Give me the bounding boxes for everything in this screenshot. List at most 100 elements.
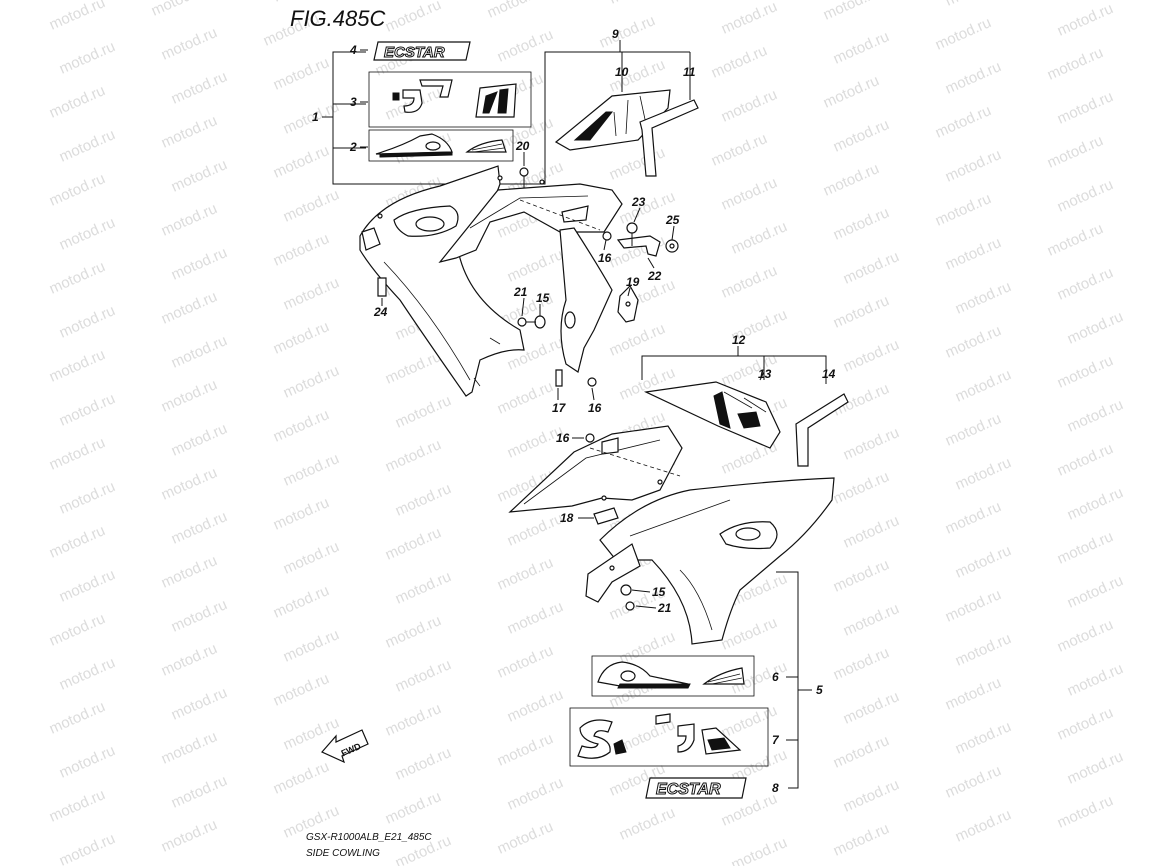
watermark-text: motod.ru: [47, 610, 108, 650]
callout-16-lower: 16: [556, 431, 570, 445]
bracket-22: [616, 235, 661, 257]
watermark-text: motod.ru: [821, 72, 882, 112]
watermark-text: motod.ru: [1055, 704, 1116, 744]
watermark-text: motod.ru: [607, 320, 668, 360]
watermark-text: motod.ru: [169, 772, 230, 812]
watermark-text: motod.ru: [281, 450, 342, 490]
watermark-text: motod.ru: [169, 244, 230, 284]
emblem-text-upper: ECSTAR: [384, 44, 445, 61]
watermark-text: motod.ru: [47, 0, 108, 34]
watermark-text: motod.ru: [821, 160, 882, 200]
watermark-text: motod.ru: [841, 336, 902, 376]
callout-19: 19: [626, 275, 640, 289]
watermark-text: motod.ru: [47, 434, 108, 474]
sticker-13: [643, 381, 781, 449]
watermark-text: motod.ru: [617, 804, 678, 844]
watermark-text: motod.ru: [1065, 396, 1126, 436]
watermark-text: motod.ru: [495, 554, 556, 594]
watermark-text: motod.ru: [383, 612, 444, 652]
group-bracket-9: [619, 40, 691, 100]
watermark-text: motod.ru: [1055, 528, 1116, 568]
watermark-text: motod.ru: [159, 376, 220, 416]
watermark-text: motod.ru: [821, 0, 882, 24]
watermark-text: motod.ru: [393, 480, 454, 520]
callout-10: 10: [615, 65, 629, 79]
callout-22: 22: [647, 269, 662, 283]
watermark-text: motod.ru: [943, 146, 1004, 186]
watermark-text: motod.ru: [47, 346, 108, 386]
watermark-text: motod.ru: [709, 130, 770, 170]
watermark-text: motod.ru: [505, 510, 566, 550]
screw-21-upper: [517, 317, 536, 327]
watermark-text: motod.ru: [485, 0, 546, 22]
watermark-text: motod.ru: [841, 248, 902, 288]
watermark-text: motod.ru: [943, 498, 1004, 538]
watermark-text: motod.ru: [953, 278, 1014, 318]
lower-inner-bracket: [559, 227, 613, 373]
callout-14: 14: [822, 367, 836, 381]
callout-1: 1: [312, 110, 319, 124]
watermark-text: motod.ru: [831, 820, 892, 860]
watermark-text: motod.ru: [729, 218, 790, 258]
callout-25: 25: [665, 213, 680, 227]
screw-20: [519, 167, 529, 188]
pad-17: [555, 369, 563, 387]
watermark-text: motod.ru: [495, 378, 556, 418]
callout-9: 9: [612, 27, 619, 41]
watermark-text: motod.ru: [159, 552, 220, 592]
bolt-23: [626, 222, 638, 246]
watermark-text: motod.ru: [271, 0, 332, 6]
watermark-text: motod.ru: [383, 436, 444, 476]
watermark-text: motod.ru: [271, 142, 332, 182]
emblem-text-lower: ECSTAR: [656, 781, 721, 798]
watermark-text: motod.ru: [1055, 88, 1116, 128]
watermark-text: motod.ru: [149, 0, 210, 20]
watermark-text: motod.ru: [953, 366, 1014, 406]
watermark-text: motod.ru: [169, 420, 230, 460]
stripe-14: [795, 393, 849, 467]
sticker-set-2: [368, 129, 514, 162]
watermark-text: motod.ru: [271, 582, 332, 622]
callout-3: 3: [350, 95, 357, 109]
watermark-text: motod.ru: [169, 596, 230, 636]
watermark-text: motod.ru: [169, 684, 230, 724]
callout-16-mid: 16: [588, 401, 602, 415]
watermark-text: motod.ru: [159, 24, 220, 64]
watermark-text: motod.ru: [1055, 616, 1116, 656]
watermark-text: motod.ru: [841, 776, 902, 816]
watermark-text: motod.ru: [505, 598, 566, 638]
leader-lines: [360, 49, 827, 609]
watermark-text: motod.ru: [47, 522, 108, 562]
watermark-text: motod.ru: [607, 144, 668, 184]
watermark-text: motod.ru: [841, 424, 902, 464]
watermark-text: motod.ru: [719, 262, 780, 302]
watermark-text: motod.ru: [393, 656, 454, 696]
watermark-text: motod.ru: [159, 200, 220, 240]
watermark-text: motod.ru: [831, 116, 892, 156]
watermark-text: motod.ru: [271, 758, 332, 798]
watermark-text: motod.ru: [729, 834, 790, 866]
watermark-text: motod.ru: [159, 112, 220, 152]
watermark-text: motod.ru: [1065, 484, 1126, 524]
watermark-text: motod.ru: [1045, 44, 1106, 84]
watermark-text: motod.ru: [1055, 264, 1116, 304]
watermark-text: motod.ru: [57, 126, 118, 166]
watermark-text: motod.ru: [841, 512, 902, 552]
watermark-text: motod.ru: [495, 730, 556, 770]
watermark-text: motod.ru: [281, 186, 342, 226]
watermark-text: motod.ru: [159, 728, 220, 768]
watermark-text: motod.ru: [943, 674, 1004, 714]
watermark-text: motod.ru: [1055, 0, 1116, 40]
group-bracket-1: [322, 51, 620, 185]
upper-side-cowl: [359, 165, 525, 397]
watermark-text: motod.ru: [159, 464, 220, 504]
watermark-text: motod.ru: [281, 362, 342, 402]
dashed-assembly-line-lower: [589, 447, 681, 477]
watermark-text: motod.ru: [383, 700, 444, 740]
watermark-text: motod.ru: [607, 0, 668, 8]
watermark-text: motod.ru: [57, 654, 118, 694]
watermark-text: motod.ru: [1055, 176, 1116, 216]
callout-15-upper: 15: [536, 291, 550, 305]
watermark-text: motod.ru: [393, 744, 454, 784]
caption-name: SIDE COWLING: [306, 848, 380, 859]
